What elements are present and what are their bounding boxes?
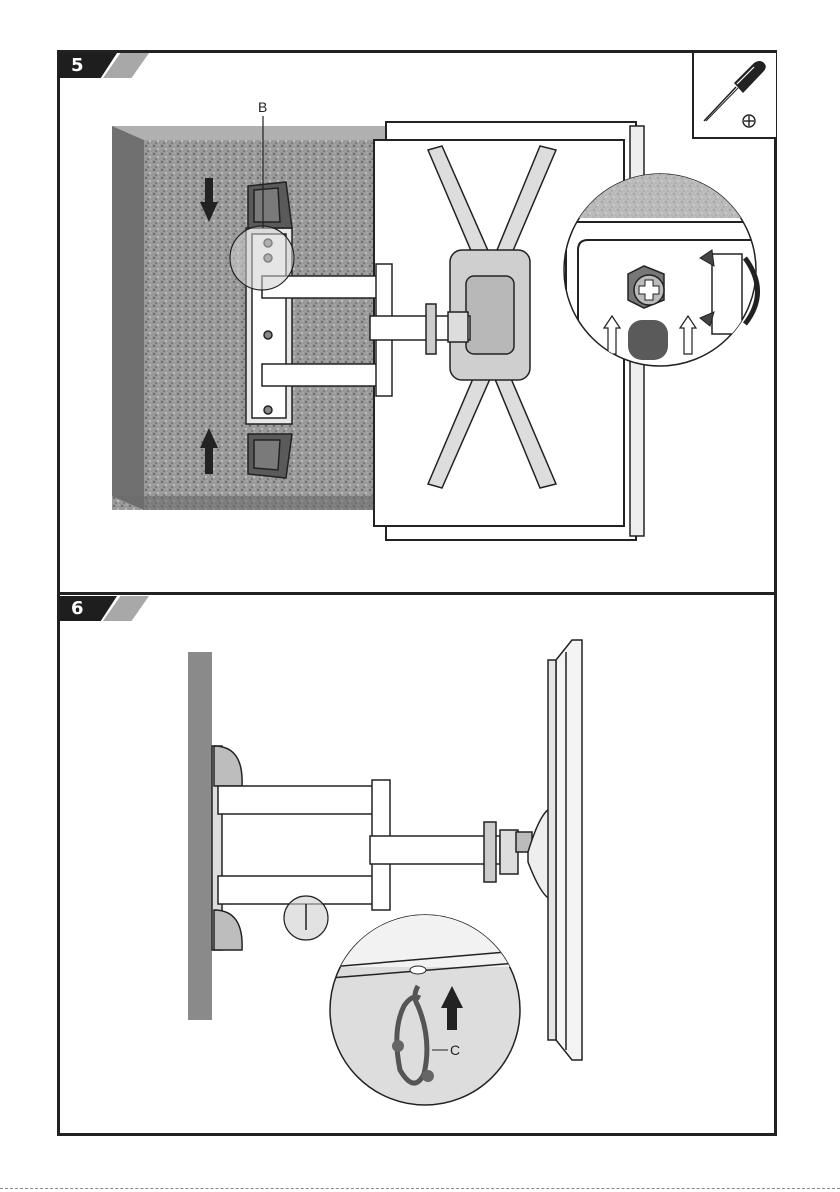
arms-side xyxy=(218,780,556,910)
wall-side xyxy=(188,652,212,1020)
wall-plate-side xyxy=(212,746,242,950)
part-label-c: C xyxy=(450,1042,460,1058)
page-cut-line xyxy=(0,1188,840,1189)
detail-zoom-cable-clip xyxy=(330,915,530,1105)
tv-side-panel xyxy=(548,640,582,1060)
